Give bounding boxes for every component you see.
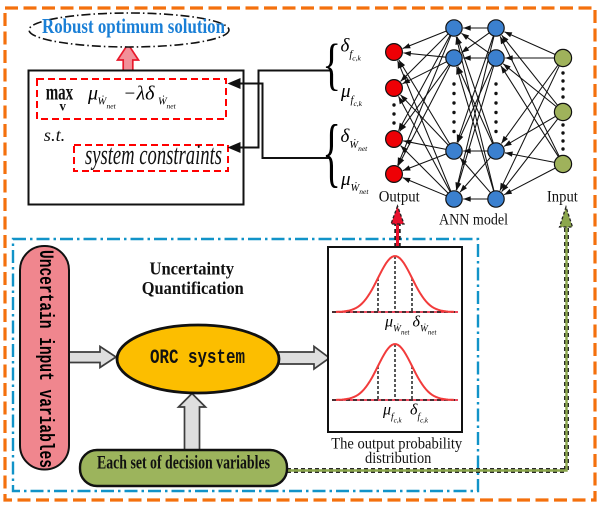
svg-text:max: max — [46, 80, 74, 105]
svg-text:ORC system: ORC system — [150, 347, 245, 370]
svg-text:Output: Output — [379, 188, 421, 205]
svg-text:v: v — [60, 100, 66, 115]
svg-text:system constraints: system constraints — [85, 140, 222, 171]
svg-text:ANN model: ANN model — [439, 212, 508, 229]
svg-text:s.t.: s.t. — [44, 125, 65, 145]
svg-text:Input: Input — [547, 188, 579, 205]
svg-text:Robust optimum solution: Robust optimum solution — [42, 15, 225, 38]
svg-text:Each set of decision variables: Each set of decision variables — [97, 452, 270, 473]
svg-text:distribution: distribution — [365, 450, 431, 467]
svg-text:Uncertainty: Uncertainty — [150, 259, 235, 279]
svg-text:{: { — [322, 32, 341, 97]
svg-text:Quantification: Quantification — [142, 278, 244, 298]
svg-text:Uncertain input variables: Uncertain input variables — [33, 250, 56, 468]
svg-text:{: { — [322, 110, 340, 195]
svg-text:The output probability: The output probability — [331, 436, 462, 453]
